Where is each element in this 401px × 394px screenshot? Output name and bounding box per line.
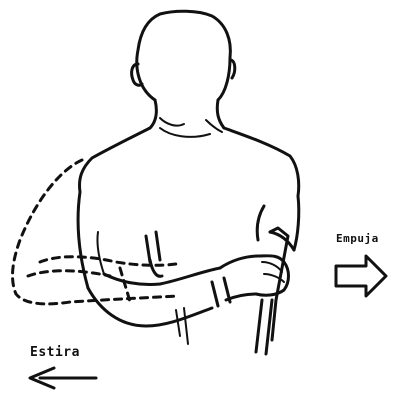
left-arm-pull — [88, 232, 230, 344]
hollow-right-arrow-icon — [336, 256, 386, 296]
left-arrow-icon — [30, 368, 96, 388]
dashed-arm-outline — [13, 160, 178, 304]
push-label: Empuja — [336, 232, 379, 245]
right-hand-grip — [220, 206, 294, 300]
person-head — [132, 11, 235, 137]
person-torso — [78, 128, 299, 288]
pull-label: Estira — [30, 345, 80, 360]
